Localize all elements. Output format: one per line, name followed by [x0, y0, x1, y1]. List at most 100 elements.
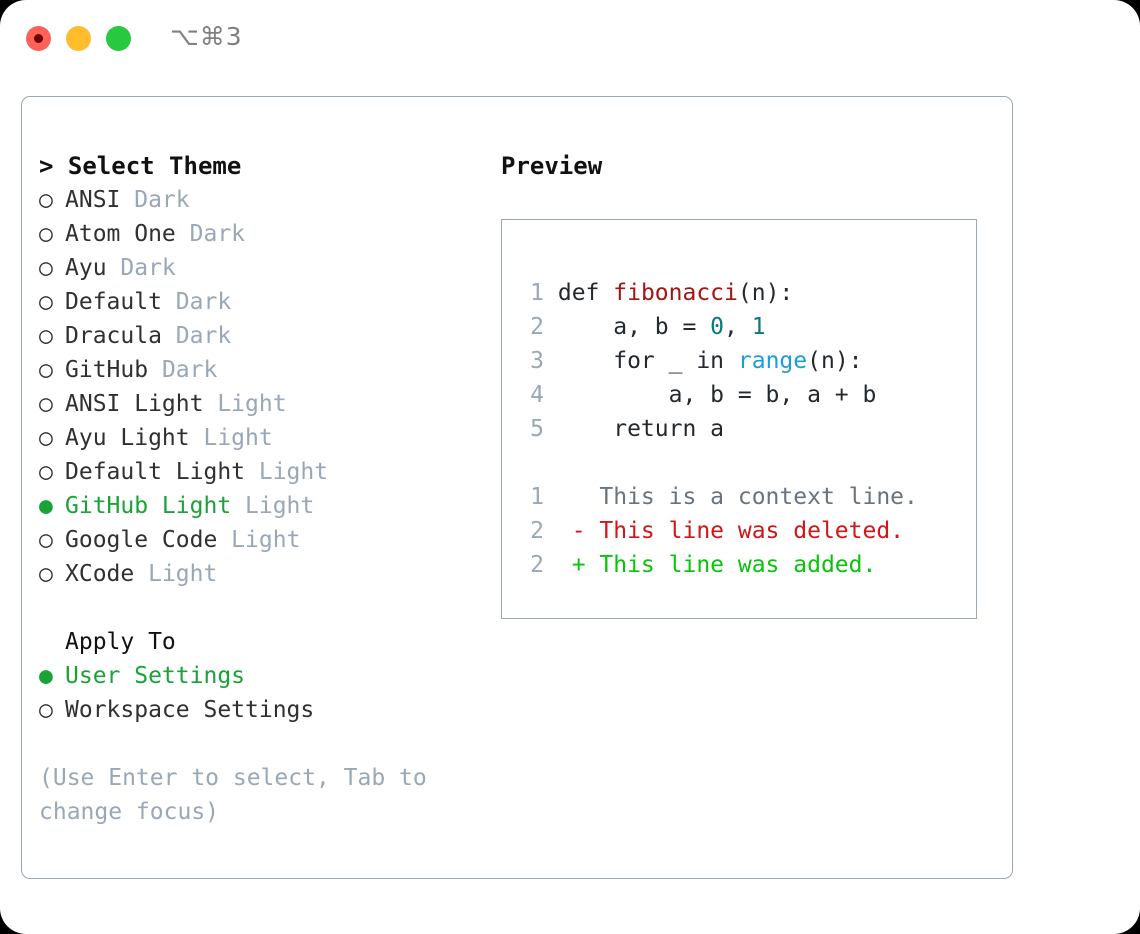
theme-name-label: Ayu [65, 255, 107, 281]
theme-list-item[interactable]: ○ ANSI Dark [39, 183, 499, 217]
code-token: return a [544, 416, 725, 442]
code-token: def [544, 280, 614, 306]
theme-list[interactable]: ○ANSI Dark○Atom One Dark○Ayu Dark○Defaul… [39, 183, 499, 591]
theme-name-label: Dracula [65, 323, 162, 349]
code-token [544, 450, 558, 476]
title-bar: ⌥⌘3 [0, 0, 1140, 80]
theme-variant-label: Light [245, 459, 329, 485]
code-token: for _ in [544, 348, 738, 374]
theme-name-label: ANSI [65, 187, 121, 213]
theme-variant-label: Light [203, 391, 287, 417]
code-line: 5 return a [520, 412, 918, 446]
theme-name-label: Default [65, 289, 162, 315]
theme-variant-label: Dark [148, 357, 218, 383]
window-title-shortcut: ⌥⌘3 [170, 22, 243, 51]
code-token: , [724, 314, 752, 340]
code-line: 3 for _ in range(n): [520, 344, 918, 378]
line-number: 2 [530, 314, 544, 340]
keyboard-hint-text: (Use Enter to select, Tab to change focu… [39, 765, 441, 825]
theme-list-item[interactable]: ○ Dracula Dark [39, 319, 499, 353]
theme-list-item[interactable]: ○ Google Code Light [39, 523, 499, 557]
theme-variant-label: Dark [161, 289, 232, 315]
radio-unselected-icon: ○ [39, 561, 53, 587]
line-number: 5 [530, 416, 544, 442]
select-theme-heading: > Select Theme [39, 152, 242, 180]
apply-to-label: Workspace Settings [65, 697, 315, 723]
theme-name-label: ANSI Light [65, 391, 204, 417]
radio-selected-icon: ● [39, 663, 53, 689]
line-number: 4 [530, 382, 544, 408]
code-line: 2 + This line was added. [520, 548, 918, 582]
radio-unselected-icon: ○ [39, 357, 53, 383]
theme-variant-label: Dark [175, 221, 246, 247]
code-line: 2 - This line was deleted. [520, 514, 918, 548]
radio-unselected-icon: ○ [39, 527, 53, 553]
code-line: 1 This is a context line. [520, 480, 918, 514]
theme-name-label: Atom One [65, 221, 176, 247]
theme-list-item[interactable]: ○ Default Light Light [39, 455, 499, 489]
theme-variant-label: Light [231, 493, 315, 519]
line-number: 3 [530, 348, 544, 374]
code-token: (n): [807, 348, 863, 374]
apply-to-option[interactable]: ● User Settings [39, 659, 499, 693]
theme-name-label: GitHub [65, 357, 149, 383]
code-token: - This line was deleted. [544, 518, 905, 544]
apply-to-heading: Apply To [65, 629, 176, 655]
theme-list-item[interactable]: ●GitHub Light Light [39, 489, 499, 523]
theme-list-item[interactable]: ○ GitHub Dark [39, 353, 499, 387]
apply-to-list[interactable]: ● User Settings ○ Workspace Settings [39, 659, 499, 727]
radio-unselected-icon: ○ [39, 391, 53, 417]
code-line: 1 def fibonacci(n): [520, 276, 918, 310]
theme-name-label: XCode [65, 561, 135, 587]
radio-unselected-icon: ○ [39, 425, 53, 451]
apply-to-label: User Settings [65, 663, 246, 689]
radio-unselected-icon: ○ [39, 323, 53, 349]
radio-unselected-icon: ○ [39, 289, 53, 315]
code-token: range [737, 348, 808, 374]
theme-name-label: GitHub Light [65, 493, 232, 519]
code-token: This is a context line. [544, 484, 918, 510]
line-number: 2 [530, 552, 544, 578]
theme-list-item[interactable]: ○Ayu Light Light [39, 421, 499, 455]
radio-unselected-icon: ○ [39, 459, 53, 485]
radio-unselected-icon: ○ [39, 187, 53, 213]
theme-list-item[interactable]: ○Atom One Dark [39, 217, 499, 251]
theme-variant-label: Dark [120, 187, 190, 213]
code-token: + This line was added. [544, 552, 877, 578]
code-line: 2 a, b = 0, 1 [520, 310, 918, 344]
theme-variant-label: Dark [106, 255, 176, 281]
theme-variant-label: Light [217, 527, 301, 553]
code-line [520, 446, 918, 480]
radio-unselected-icon: ○ [39, 255, 53, 281]
code-token: 0 [710, 314, 725, 340]
theme-variant-label: Dark [161, 323, 232, 349]
code-token: 1 [751, 314, 766, 340]
radio-unselected-icon: ○ [39, 697, 53, 723]
preview-column: Preview 1 def fibonacci(n):2 a, b = 0, 1… [501, 149, 1001, 619]
minimize-button-icon[interactable] [66, 26, 91, 51]
theme-list-item[interactable]: ○ Ayu Dark [39, 251, 499, 285]
close-button-icon[interactable] [26, 26, 51, 51]
theme-name-label: Default Light [65, 459, 246, 485]
window-controls [26, 26, 131, 51]
apply-to-option[interactable]: ○ Workspace Settings [39, 693, 499, 727]
theme-variant-label: Light [134, 561, 218, 587]
theme-list-item[interactable]: ○ XCode Light [39, 557, 499, 591]
zoom-button-icon[interactable] [106, 26, 131, 51]
code-token: a, b = [544, 314, 711, 340]
theme-variant-label: Light [189, 425, 273, 451]
theme-name-label: Google Code [65, 527, 218, 553]
section-spacer [39, 591, 499, 625]
theme-list-item[interactable]: ○ ANSI Light Light [39, 387, 499, 421]
line-number: 1 [530, 280, 544, 306]
code-line: 4 a, b = b, a + b [520, 378, 918, 412]
code-token: a, b = b, a + b [544, 382, 877, 408]
main-panel: > Select Theme ○ANSI Dark○Atom One Dark○… [21, 96, 1013, 879]
theme-selector-column: > Select Theme ○ANSI Dark○Atom One Dark○… [39, 149, 499, 829]
code-token: fibonacci [613, 280, 738, 306]
line-number: 1 [530, 484, 544, 510]
theme-list-item[interactable]: ○ Default Dark [39, 285, 499, 319]
